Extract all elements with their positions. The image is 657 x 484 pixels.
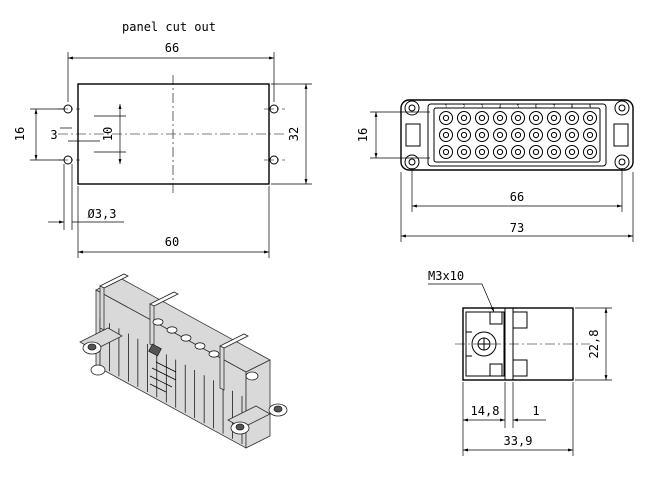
- front-contact-inner: [496, 148, 504, 156]
- front-contact-outer: [547, 145, 561, 159]
- front-contact-outer: [475, 145, 489, 159]
- front-contact-inner: [568, 114, 576, 122]
- front-contact-outer: [529, 111, 543, 125]
- iso-text-marks: [149, 361, 177, 393]
- front-contact-outer: [475, 128, 489, 142]
- front-contact-inner: [568, 148, 576, 156]
- front-contact-inner: [442, 114, 450, 122]
- front-contact-inner: [532, 148, 540, 156]
- screw-label: M3x10: [428, 269, 464, 283]
- front-contact-inner: [550, 131, 558, 139]
- dim-10: 10: [101, 127, 115, 141]
- front-contact-outer: [457, 111, 471, 125]
- dim-66-top: 66: [165, 41, 179, 55]
- dim-60-bottom: 60: [165, 235, 179, 249]
- dim-hole-diameter: Ø3,3: [88, 207, 117, 221]
- front-contact-inner: [586, 148, 594, 156]
- front-contact-inner: [442, 148, 450, 156]
- front-insert-outline: [427, 103, 607, 167]
- iso-contact-opening: [194, 342, 206, 350]
- front-contact-inner: [460, 114, 468, 122]
- front-contact-number: 9: [589, 104, 592, 109]
- connector-side-view: M3x10 22,8 14,8 1: [428, 269, 612, 456]
- iso-screws: [82, 341, 288, 435]
- dim-3: 3: [50, 128, 57, 142]
- front-contact-inner: [460, 131, 468, 139]
- front-contact-outer: [547, 111, 561, 125]
- front-contact-outer: [475, 111, 489, 125]
- front-contact-inner: [442, 131, 450, 139]
- front-contact-inner: [586, 114, 594, 122]
- iso-contact-opening: [166, 326, 178, 334]
- front-contact-outer: [547, 128, 561, 142]
- panel-cutout-title: panel cut out: [122, 20, 216, 34]
- front-contact-number: 4: [499, 104, 502, 109]
- side-dim-1: 1: [532, 404, 539, 418]
- front-contact-outer: [439, 128, 453, 142]
- front-contact-number: 5: [517, 104, 520, 109]
- panel-cutout-view: panel cut out 66 16 3 10: [13, 20, 312, 258]
- front-contact-outer: [565, 128, 579, 142]
- front-contact-number: 2: [463, 104, 466, 109]
- front-contact-outer: [439, 145, 453, 159]
- front-contact-outer: [457, 128, 471, 142]
- front-contact-inner: [514, 148, 522, 156]
- front-contacts: [439, 111, 597, 159]
- front-contact-inner: [478, 131, 486, 139]
- front-contact-outer: [583, 128, 597, 142]
- front-contact-number: 3: [481, 104, 484, 109]
- front-contact-outer: [565, 145, 579, 159]
- front-contact-inner: [514, 131, 522, 139]
- front-contact-inner: [550, 148, 558, 156]
- iso-contact-opening: [208, 350, 220, 358]
- front-contact-number: 7: [553, 104, 556, 109]
- front-contact-inner: [550, 114, 558, 122]
- connector-isometric-view: [79, 273, 288, 449]
- front-contact-outer: [511, 128, 525, 142]
- front-contact-outer: [565, 111, 579, 125]
- front-contact-outer: [511, 145, 525, 159]
- front-dim-16: 16: [356, 128, 370, 142]
- front-contact-number: 1: [445, 104, 448, 109]
- iso-contact-openings: [152, 318, 220, 358]
- front-dim-73: 73: [510, 221, 524, 235]
- dim-16-left: 16: [13, 127, 27, 141]
- front-contact-inner: [478, 148, 486, 156]
- front-contact-inner: [496, 131, 504, 139]
- side-dim-22-8: 22,8: [587, 330, 601, 359]
- front-contact-inner: [514, 114, 522, 122]
- front-contact-outer: [439, 111, 453, 125]
- front-contact-outer: [511, 111, 525, 125]
- front-contact-outer: [529, 128, 543, 142]
- side-dim-14-8: 14,8: [471, 404, 500, 418]
- front-contact-outer: [493, 128, 507, 142]
- dim-32-right: 32: [287, 127, 301, 141]
- connector-front-view: 1 2 3 4 5 6 7 8 9 16 66 73: [356, 99, 634, 242]
- side-dim-33-9: 33,9: [504, 434, 533, 448]
- front-contact-labels: 1 2 3 4 5 6 7 8 9: [445, 104, 592, 109]
- front-contact-inner: [532, 131, 540, 139]
- front-flange-outline: [400, 99, 634, 171]
- front-contact-outer: [493, 145, 507, 159]
- front-contact-outer: [583, 145, 597, 159]
- front-contact-inner: [496, 114, 504, 122]
- front-contact-outer: [529, 145, 543, 159]
- front-contact-inner: [460, 148, 468, 156]
- front-contact-outer: [457, 145, 471, 159]
- front-contact-outer: [583, 111, 597, 125]
- front-contact-inner: [478, 114, 486, 122]
- front-dim-66: 66: [510, 190, 524, 204]
- iso-contact-opening: [180, 334, 192, 342]
- iso-contact-opening: [152, 318, 164, 326]
- front-contact-inner: [568, 131, 576, 139]
- front-contact-number: 8: [571, 104, 574, 109]
- front-contact-inner: [586, 131, 594, 139]
- front-contact-inner: [532, 114, 540, 122]
- front-contact-outer: [493, 111, 507, 125]
- front-contact-number: 6: [535, 104, 538, 109]
